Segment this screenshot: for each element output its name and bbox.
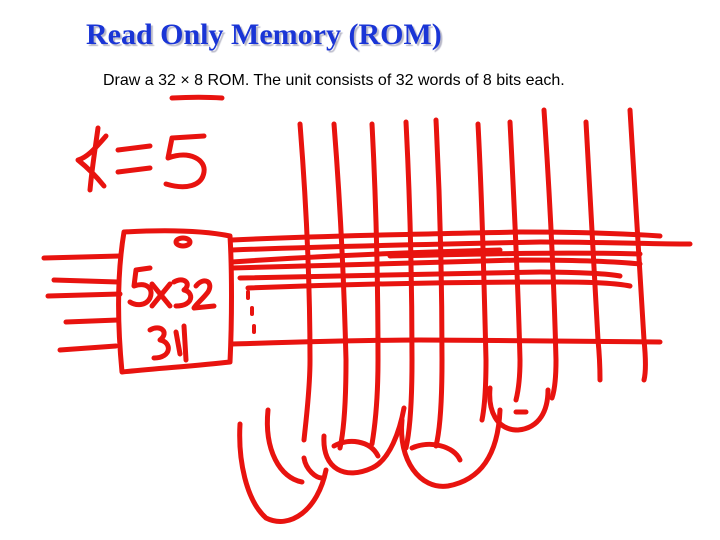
decoder-label <box>127 265 217 311</box>
handwritten-k <box>75 133 109 189</box>
handwritten-underline <box>169 94 225 101</box>
handwritten-equals <box>115 143 153 153</box>
decoder-output-lines <box>229 229 693 347</box>
handwritten-equals <box>115 165 153 175</box>
decoder-box <box>116 228 234 375</box>
slide-title: Read Only Memory (ROM) <box>86 18 442 51</box>
handwritten-k <box>87 125 101 193</box>
decoder-output-zero <box>173 235 193 249</box>
handwritten-5 <box>163 133 207 190</box>
ellipsis-dots <box>246 290 256 334</box>
decoder-input-lines <box>41 253 123 353</box>
slide-prompt: Draw a 32 × 8 ROM. The unit consists of … <box>103 72 565 89</box>
or-gate-shapes <box>237 385 551 524</box>
handwritten-equation <box>75 125 207 193</box>
decoder-last-output-label <box>147 323 189 363</box>
bit-lines <box>297 107 648 451</box>
